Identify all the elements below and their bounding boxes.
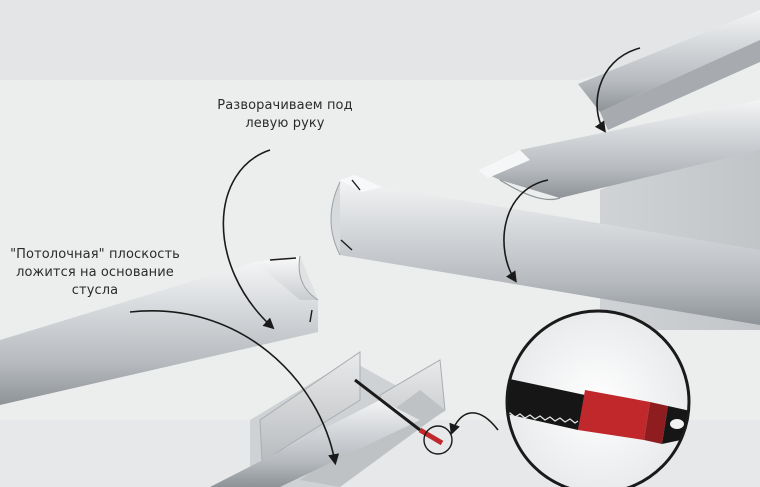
curved-arrow-icon [449,412,499,436]
curved-arrow-icon [222,149,275,330]
caption-ceiling-line3: стусла [71,283,119,298]
caption-ceiling-plane: "Потолочная" плоскость ложится на основа… [0,246,190,300]
ceiling-molding-top [578,10,760,130]
caption-rotate: Разворачиваем под левую руку [200,97,370,133]
molding-turned [478,100,760,201]
saw-closeup-lens [505,309,691,487]
curved-arrow-icon [503,179,549,283]
caption-ceiling-line1: "Потолочная" плоскость [10,247,180,262]
caption-rotate-line2: левую руку [245,116,325,131]
curved-arrow-icon [129,310,340,466]
molding-left [0,255,319,405]
caption-rotate-line1: Разворачиваем под [217,98,353,113]
arrows [129,47,641,466]
molding-middle [330,175,760,325]
curved-arrow-icon [594,47,641,133]
magnifier-circle-icon [423,425,453,455]
caption-ceiling-line2: ложится на основание [16,265,174,280]
